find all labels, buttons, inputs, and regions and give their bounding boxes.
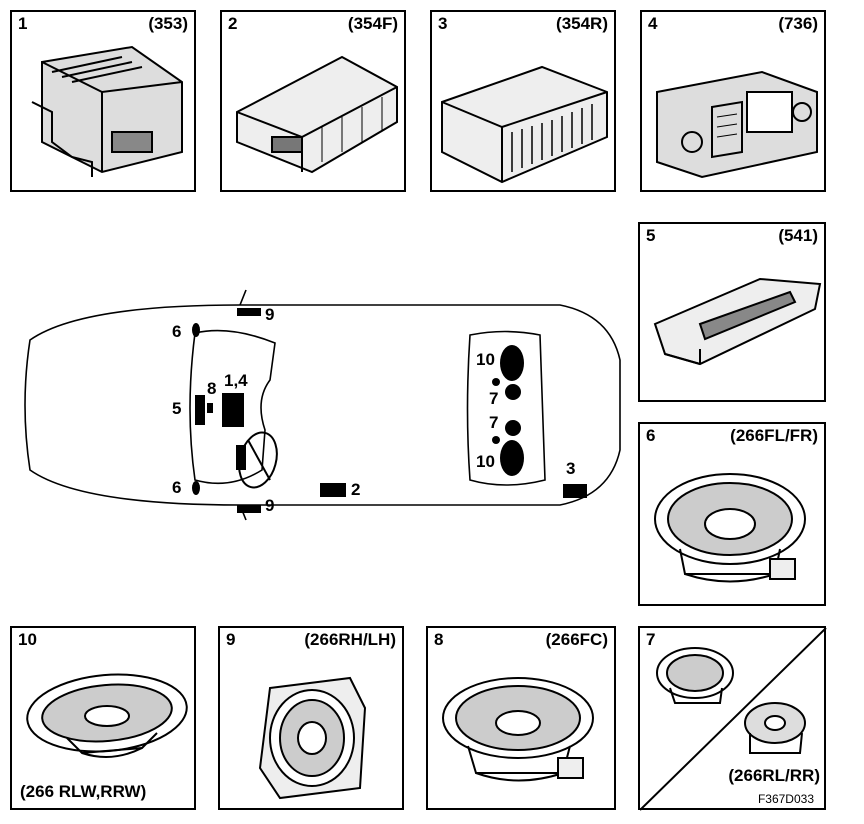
panel-code: (266RH/LH) (304, 630, 396, 649)
car-label-7-bottom: 7 (489, 413, 499, 432)
car-label-10-bottom: 10 (476, 452, 495, 471)
panel-number: 8 (434, 630, 444, 649)
amplifier-front-illustration (236, 55, 398, 174)
loc-10-top (500, 345, 524, 381)
windshield (189, 329, 276, 485)
panel-1-radio-unit: 1 (353) (10, 10, 196, 192)
panel-number: 5 (646, 226, 656, 245)
display-unit-illustration (653, 277, 822, 366)
loc-center-block (236, 445, 246, 470)
panel-9-door-speaker: 9 (266RH/LH) (218, 626, 404, 810)
panel-number: 10 (18, 630, 37, 649)
car-label-3: 3 (566, 459, 576, 478)
panel-code: (353) (148, 14, 188, 33)
panel-number: 1 (18, 14, 28, 33)
panel-code: (266 RLW,RRW) (20, 782, 147, 801)
panel-number: 2 (228, 14, 238, 33)
loc-8 (207, 403, 213, 413)
panel-code: (354R) (556, 14, 608, 33)
radio-unit-illustration (31, 45, 183, 177)
panel-code: (354F) (347, 14, 398, 33)
front-speaker-illustration (654, 473, 806, 583)
loc-5 (195, 395, 205, 425)
car-label-8: 8 (207, 379, 217, 398)
control-panel-illustration (656, 70, 818, 179)
panel-10-woofer: 10 (266 RLW,RRW) (10, 626, 196, 810)
woofer-illustration (26, 673, 188, 758)
tweeter-illustration (640, 628, 827, 811)
car-label-1-4: 1,4 (224, 371, 248, 390)
loc-1-4 (222, 393, 244, 427)
car-label-9-top: 9 (265, 305, 275, 324)
panel-7-tweeter: 7 (266RL/RR) F367D033 (638, 626, 827, 811)
amplifier-rear-illustration (441, 65, 608, 184)
front-mirror-top (239, 289, 247, 306)
panel-code: (541) (778, 226, 818, 245)
panel-number: 7 (646, 630, 656, 649)
car-label-6-bottom: 6 (172, 478, 182, 497)
panel-2-amplifier-front: 2 (354F) (220, 10, 406, 192)
panel-code: (266FC) (545, 630, 608, 649)
car-label-7-top: 7 (489, 389, 499, 408)
panel-number: 9 (226, 630, 236, 649)
panel-number: 3 (438, 14, 448, 33)
panel-code: (736) (778, 14, 818, 33)
car-label-5: 5 (172, 399, 182, 418)
center-speaker-illustration (442, 677, 594, 782)
panel-8-center-speaker: 8 (266FC) (426, 626, 616, 810)
car-label-2: 2 (351, 480, 361, 499)
loc-2 (320, 483, 346, 497)
panel-number: 4 (648, 14, 658, 33)
panel-number: 6 (646, 426, 656, 445)
loc-7-top-small (492, 378, 500, 386)
loc-7-top (505, 384, 521, 400)
car-body (24, 304, 621, 506)
front-mirror-bottom (239, 504, 247, 521)
loc-7-bottom-small (492, 436, 500, 444)
loc-6-top (192, 323, 200, 337)
panel-code: (266FL/FR) (730, 426, 818, 445)
loc-6-bottom (192, 481, 200, 495)
figure-id: F367D033 (757, 792, 814, 806)
car-label-9-bottom: 9 (265, 496, 275, 515)
car-label-6-top: 6 (172, 322, 182, 341)
loc-7-bottom (505, 420, 521, 436)
door-speaker-illustration (258, 676, 367, 800)
loc-10-bottom (500, 440, 524, 476)
panel-code: (266RL/RR) (728, 766, 820, 785)
panel-5-display-unit: 5 (541) (638, 222, 826, 402)
loc-9-bottom (237, 505, 261, 513)
loc-3 (563, 484, 587, 498)
loc-9-top (237, 308, 261, 316)
car-label-10-top: 10 (476, 350, 495, 369)
steering-wheel (238, 431, 278, 489)
panel-4-control-panel: 4 (736) (640, 10, 826, 192)
panel-6-front-speaker: 6 (266FL/FR) (638, 422, 826, 606)
panel-3-amplifier-rear: 3 (354R) (430, 10, 616, 192)
